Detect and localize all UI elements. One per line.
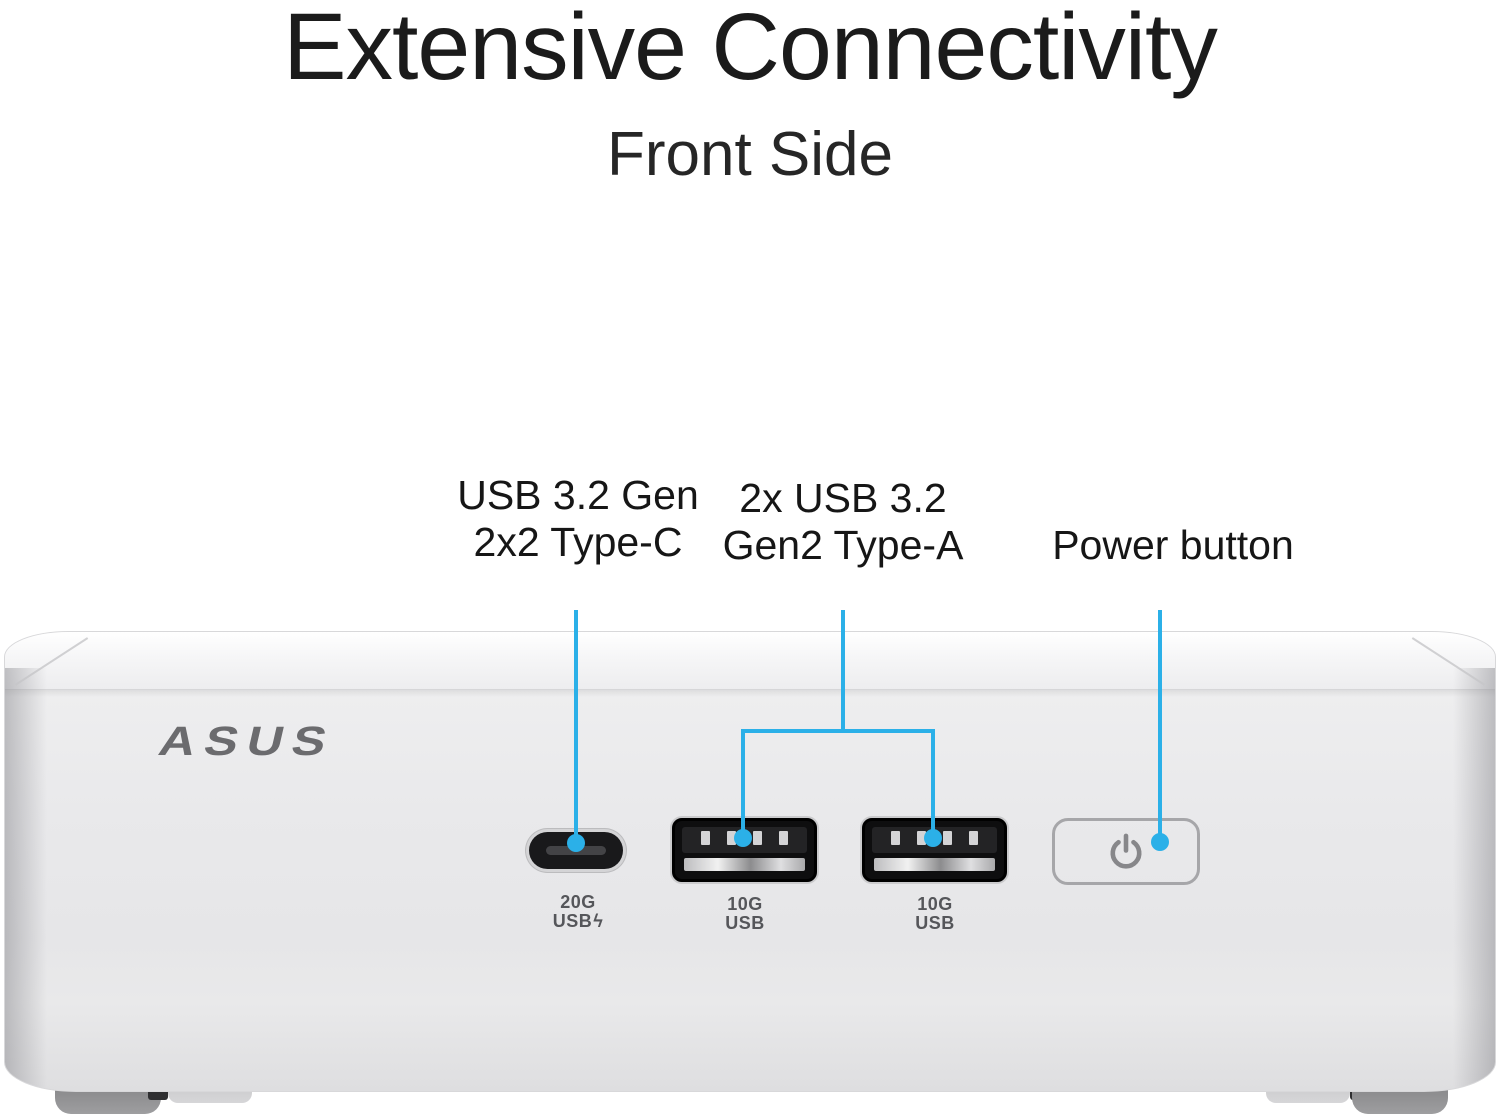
power-button bbox=[1052, 818, 1200, 885]
power-icon bbox=[1110, 833, 1142, 869]
callout-dot-power bbox=[1151, 833, 1169, 851]
port-speed-usb-text: USB bbox=[915, 913, 955, 933]
callout-line-usb-c bbox=[574, 610, 578, 844]
usb-a-port-2 bbox=[862, 818, 1007, 882]
port-speed-label-usb-a-1: 10G USB bbox=[725, 895, 765, 933]
chassis-edge-crease bbox=[5, 690, 1495, 697]
usb-pin bbox=[890, 831, 900, 845]
callout-line-power bbox=[1158, 610, 1162, 843]
callout-label-power: Power button bbox=[1052, 522, 1294, 569]
callout-label-usb-a-line2: Gen2 Type-A bbox=[722, 522, 964, 568]
callout-line-usb-a-branch bbox=[741, 729, 935, 733]
callout-label-usb-c-line1: USB 3.2 Gen bbox=[457, 472, 699, 518]
callout-dot-usb-c bbox=[567, 834, 585, 852]
port-speed-usb-text: USB bbox=[552, 911, 593, 931]
mini-pc-chassis bbox=[4, 631, 1496, 1092]
callout-label-usb-a: 2x USB 3.2 Gen2 Type-A bbox=[723, 475, 964, 569]
asus-logo: ASUS bbox=[154, 718, 341, 764]
callout-label-usb-c: USB 3.2 Gen 2x2 Type-C bbox=[457, 472, 699, 566]
usb-pin bbox=[700, 831, 710, 845]
port-speed-usb-text: USB bbox=[725, 913, 765, 933]
port-speed-label-usb-c: 20G USBϟ bbox=[553, 893, 604, 931]
callout-dot-usb-a-1 bbox=[734, 829, 752, 847]
usb-pin bbox=[969, 831, 979, 845]
usb-pin bbox=[726, 831, 736, 845]
callout-line-usb-a-right-drop bbox=[931, 729, 935, 839]
chassis-front-face bbox=[5, 690, 1495, 1091]
usb-pin bbox=[916, 831, 926, 845]
port-speed-value: 20G bbox=[560, 892, 596, 912]
port-speed-usb-line: USBϟ bbox=[553, 912, 604, 931]
usb-pin bbox=[779, 831, 789, 845]
usb-a-port-2-tongue bbox=[874, 858, 995, 871]
lightning-icon: ϟ bbox=[593, 911, 604, 931]
callout-label-power-line1: Power button bbox=[1052, 522, 1294, 568]
usb-a-port-1-tongue bbox=[684, 858, 805, 871]
chassis-left-bevel bbox=[5, 668, 47, 1091]
port-speed-label-usb-a-2: 10G USB bbox=[915, 895, 955, 933]
callout-label-usb-c-line2: 2x2 Type-C bbox=[473, 519, 683, 565]
port-speed-value: 10G bbox=[917, 894, 953, 914]
page-title: Extensive Connectivity bbox=[283, 0, 1218, 100]
chassis-top-face bbox=[5, 632, 1495, 690]
chassis-right-bevel bbox=[1453, 668, 1495, 1091]
page-subtitle: Front Side bbox=[606, 120, 894, 189]
callout-label-usb-a-line1: 2x USB 3.2 bbox=[739, 475, 947, 521]
callout-line-usb-a-left-drop bbox=[741, 729, 745, 839]
usb-pin bbox=[753, 831, 763, 845]
callout-dot-usb-a-2 bbox=[924, 829, 942, 847]
port-speed-value: 10G bbox=[727, 894, 763, 914]
usb-pin bbox=[943, 831, 953, 845]
callout-line-usb-a-stem bbox=[841, 610, 845, 731]
